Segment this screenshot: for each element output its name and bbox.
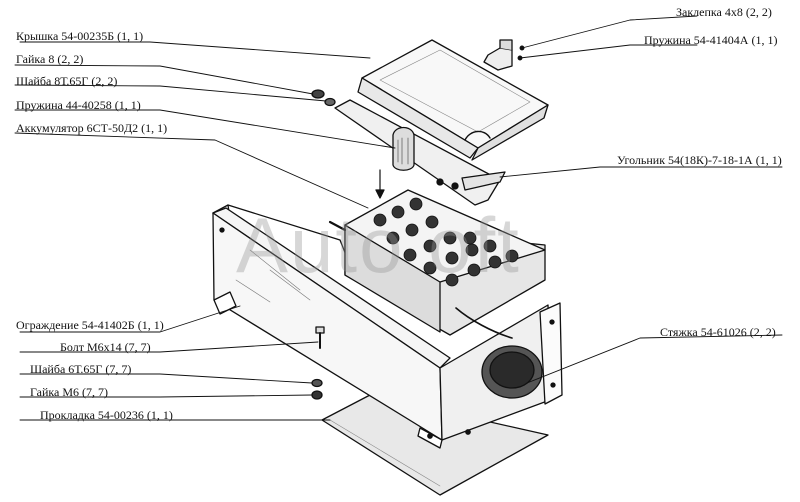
- label-rivet: Заклепка 4х8 (2, 2): [676, 5, 772, 19]
- angle-bracket: [334, 99, 506, 206]
- label-spring-40258: Пружина 44-40258 (1, 1): [16, 98, 141, 112]
- guard-box: [212, 204, 563, 449]
- bolt-m6: [315, 326, 325, 349]
- rivet-spring-clip: [483, 39, 525, 71]
- label-bolt-m6: Болт М6х14 (7, 7): [60, 340, 151, 354]
- watermark-text: Auto oft: [236, 201, 521, 289]
- label-nut-8: Гайка 8 (2, 2): [16, 52, 84, 66]
- label-gasket: Прокладка 54-00236 (1, 1): [40, 408, 173, 422]
- label-washer-6: Шайба 6Т.65Г (7, 7): [30, 362, 132, 376]
- label-nut-m6: Гайка М6 (7, 7): [30, 385, 109, 399]
- assembly-arrow: [375, 169, 385, 199]
- nut-washer-8: [311, 89, 336, 107]
- label-tie-rod: Стяжка 54-61026 (2, 2): [660, 325, 776, 339]
- leader-lines: [14, 15, 783, 421]
- label-spring-41404a: Пружина 54-41404А (1, 1): [644, 33, 778, 47]
- battery: [328, 189, 546, 339]
- battery-cover: [357, 39, 549, 161]
- washer-m6: [311, 378, 323, 388]
- label-battery: Аккумулятор 6СТ-50Д2 (1, 1): [16, 121, 168, 135]
- spring-clip: [392, 126, 415, 171]
- label-cover: Крышка 54-00235Б (1, 1): [16, 29, 144, 43]
- nut-m6: [311, 390, 323, 400]
- label-guard: Ограждение 54-41402Б (1, 1): [16, 318, 164, 332]
- label-angle-bracket: Угольник 54(18К)-7-18-1А (1, 1): [617, 153, 782, 167]
- label-washer-8: Шайба 8Т.65Г (2, 2): [16, 74, 118, 88]
